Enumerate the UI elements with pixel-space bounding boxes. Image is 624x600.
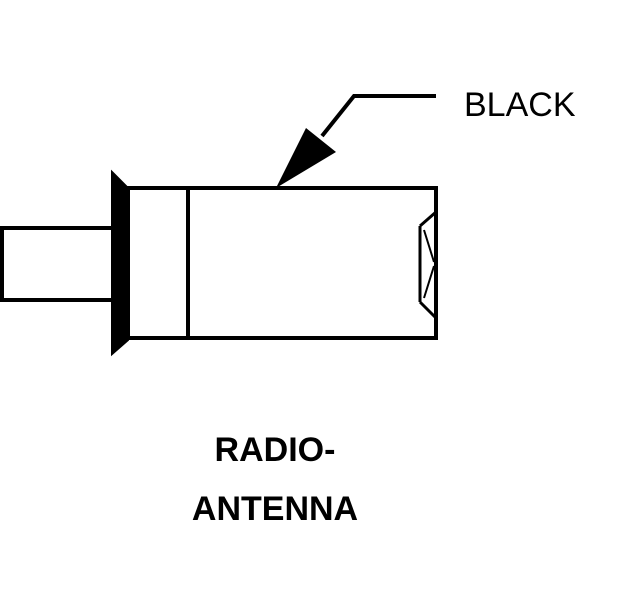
socket-end <box>418 210 438 320</box>
callout-arrowhead <box>276 128 336 188</box>
connector-flange <box>111 169 129 357</box>
callout-label: BLACK <box>464 86 576 124</box>
callout-leader <box>320 94 436 138</box>
caption-line-2: ANTENNA <box>192 490 358 528</box>
caption-line-1: RADIO- <box>215 431 336 469</box>
connector-pin <box>0 226 116 302</box>
connector-body <box>126 186 438 340</box>
